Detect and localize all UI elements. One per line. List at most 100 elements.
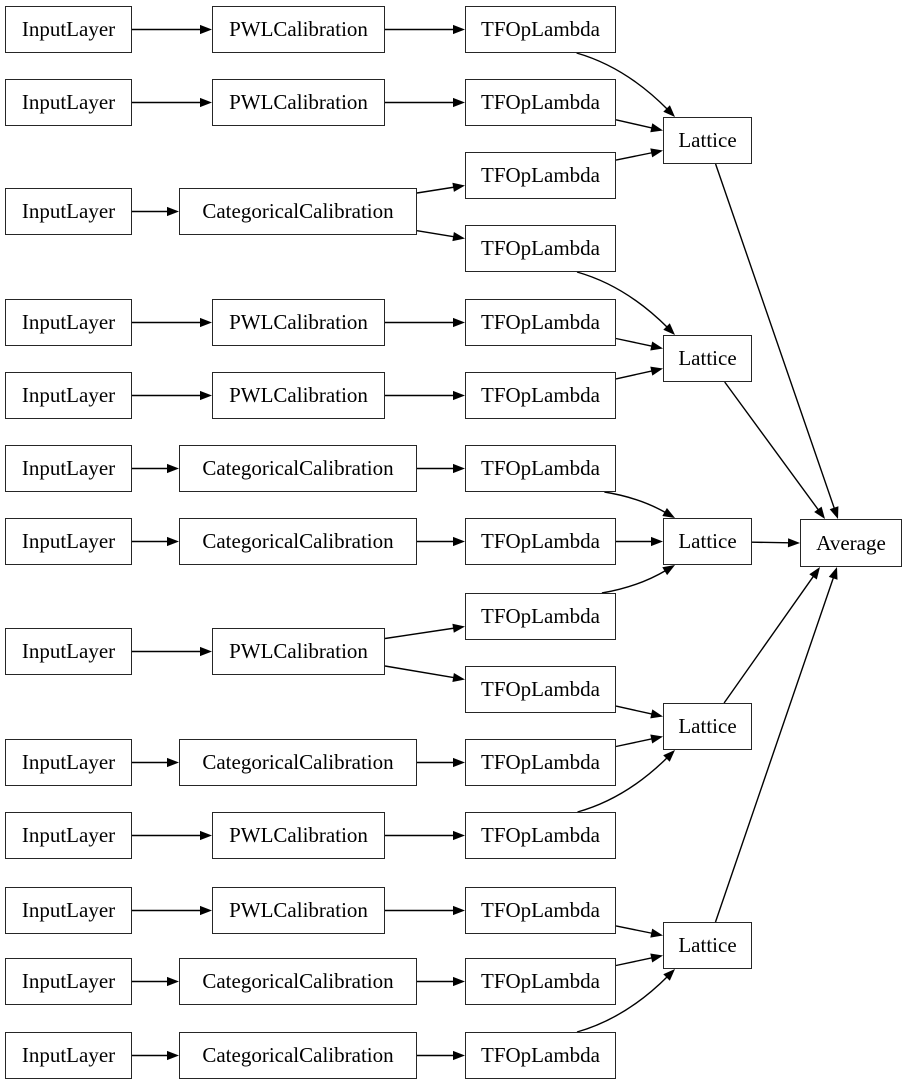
node-lattice-lat4: Lattice [663, 703, 752, 750]
edge-cat6-tf15 [417, 1050, 465, 1061]
edge-il10-pwl6 [132, 830, 212, 841]
arrowhead [453, 757, 465, 768]
arrowhead [650, 709, 663, 719]
arrowhead [453, 390, 465, 401]
node-lattice-lat3: Lattice [663, 518, 752, 565]
edge-tf10-lat4 [615, 705, 663, 719]
node-pwlcalibration-pwl2: PWLCalibration [212, 79, 385, 126]
node-inputlayer-il12: InputLayer [5, 958, 132, 1005]
arrowhead [650, 953, 663, 963]
edge-il9-cat4 [132, 757, 179, 768]
arrowhead [453, 905, 465, 916]
arrowhead [453, 97, 465, 108]
arrowhead [809, 567, 820, 580]
arrowhead [650, 341, 663, 351]
edge-il3-cat1 [132, 206, 179, 217]
edge-il5-pwl4 [132, 390, 212, 401]
node-inputlayer-il8: InputLayer [5, 628, 132, 675]
arrowhead [663, 750, 675, 762]
arrowhead [200, 905, 212, 916]
edge-tf14-lat5 [615, 953, 663, 967]
edge-lat2-avg [724, 381, 825, 519]
edge-tf6-lat2 [615, 366, 663, 380]
node-categoricalcalibration-cat2: CategoricalCalibration [179, 445, 417, 492]
node-tfoplambda-tf3: TFOpLambda [465, 152, 616, 199]
edge-cat1-tf3 [416, 182, 465, 194]
arrowhead [453, 463, 465, 474]
node-inputlayer-il2: InputLayer [5, 79, 132, 126]
arrowhead [662, 508, 675, 518]
node-lattice-lat1: Lattice [663, 117, 752, 164]
node-average-avg: Average [800, 519, 902, 567]
arrowhead [663, 105, 675, 117]
edge-pwl3-tf5 [385, 317, 465, 328]
node-inputlayer-il7: InputLayer [5, 518, 132, 565]
node-inputlayer-il4: InputLayer [5, 299, 132, 346]
edge-cat2-tf7 [417, 463, 465, 474]
edge-il12-cat5 [132, 976, 179, 987]
node-inputlayer-il13: InputLayer [5, 1032, 132, 1079]
node-inputlayer-il1: InputLayer [5, 6, 132, 53]
arrowhead [453, 1050, 465, 1061]
arrowhead [167, 206, 179, 217]
arrowhead [787, 538, 800, 548]
arrowhead [167, 463, 179, 474]
edge-pwl5-tf9 [384, 623, 465, 640]
edge-cat5-tf14 [417, 976, 465, 987]
node-tfoplambda-tf2: TFOpLambda [465, 79, 616, 126]
node-tfoplambda-tf15: TFOpLambda [465, 1032, 616, 1079]
node-inputlayer-il11: InputLayer [5, 887, 132, 934]
arrowhead [200, 390, 212, 401]
node-tfoplambda-tf12: TFOpLambda [465, 812, 616, 859]
edge-lat3-avg [751, 538, 800, 548]
arrowhead [452, 182, 465, 192]
arrowhead [650, 366, 663, 376]
arrowhead [452, 623, 465, 633]
arrowhead [453, 24, 465, 35]
arrowhead [453, 830, 465, 841]
node-tfoplambda-tf7: TFOpLambda [465, 445, 616, 492]
edge-pwl1-tf1 [385, 24, 465, 35]
node-categoricalcalibration-cat4: CategoricalCalibration [179, 739, 417, 786]
edge-tf15-lat5 [576, 969, 675, 1033]
node-tfoplambda-tf13: TFOpLambda [465, 887, 616, 934]
edge-tf1-lat1 [576, 52, 675, 117]
node-categoricalcalibration-cat1: CategoricalCalibration [179, 188, 417, 235]
edge-tf13-lat5 [615, 925, 663, 938]
node-pwlcalibration-pwl3: PWLCalibration [212, 299, 385, 346]
edge-pwl6-tf12 [385, 830, 465, 841]
arrowhead [650, 123, 663, 133]
arrowhead [650, 148, 663, 158]
edge-cat4-tf11 [417, 757, 465, 768]
node-tfoplambda-tf8: TFOpLambda [465, 518, 616, 565]
arrowhead [452, 232, 465, 242]
edge-tf7-lat3 [604, 491, 675, 518]
arrowhead [167, 1050, 179, 1061]
node-tfoplambda-tf1: TFOpLambda [465, 6, 616, 53]
node-pwlcalibration-pwl4: PWLCalibration [212, 372, 385, 419]
edge-il1-pwl1 [132, 24, 212, 35]
node-tfoplambda-tf9: TFOpLambda [465, 593, 616, 640]
node-pwlcalibration-pwl6: PWLCalibration [212, 812, 385, 859]
edge-tf9-lat3 [601, 565, 675, 594]
arrowhead [651, 536, 663, 547]
edge-pwl4-tf6 [385, 390, 465, 401]
arrowhead [167, 536, 179, 547]
node-tfoplambda-tf6: TFOpLambda [465, 372, 616, 419]
arrowhead [663, 969, 675, 981]
edge-lat4-avg [723, 567, 820, 704]
arrowhead [829, 506, 839, 519]
edge-tf11-lat4 [615, 734, 663, 748]
edge-il8-pwl5 [132, 646, 212, 657]
edge-tf3-lat1 [615, 148, 663, 161]
arrowhead [200, 317, 212, 328]
node-tfoplambda-tf5: TFOpLambda [465, 299, 616, 346]
edge-tf4-lat2 [576, 271, 675, 335]
node-categoricalcalibration-cat5: CategoricalCalibration [179, 958, 417, 1005]
arrowhead [453, 317, 465, 328]
node-tfoplambda-tf11: TFOpLambda [465, 739, 616, 786]
node-categoricalcalibration-cat6: CategoricalCalibration [179, 1032, 417, 1079]
arrowhead [167, 976, 179, 987]
node-pwlcalibration-pwl1: PWLCalibration [212, 6, 385, 53]
